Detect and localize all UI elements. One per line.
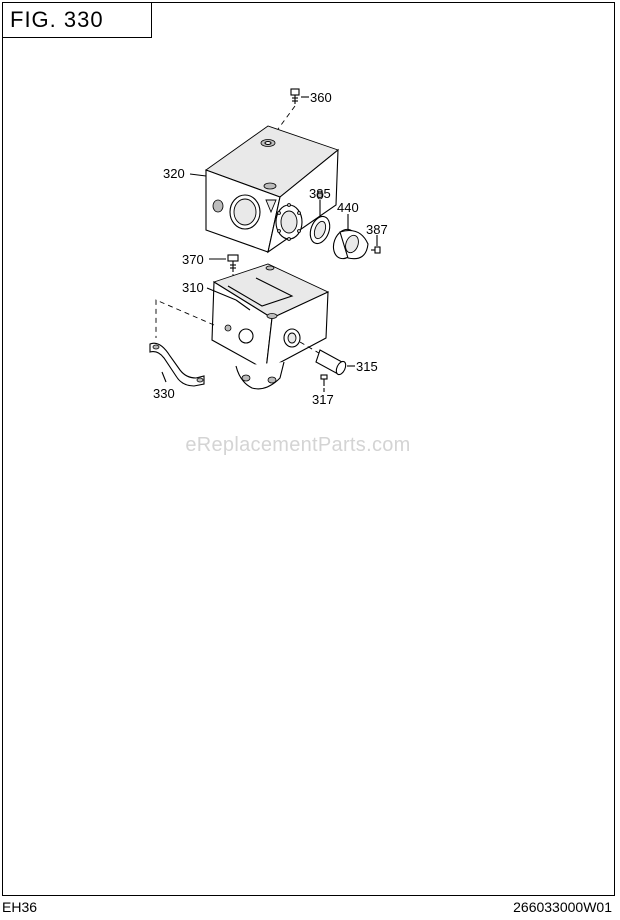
- leader-330: [161, 371, 167, 383]
- callout-310: 310: [182, 280, 204, 295]
- diagram-frame: [2, 2, 615, 896]
- part-310-muffler-body[interactable]: [211, 263, 330, 390]
- callout-385: 385: [309, 186, 331, 201]
- part-317-screw[interactable]: [320, 374, 328, 386]
- callout-360: 360: [310, 90, 332, 105]
- callout-315: 315: [356, 359, 378, 374]
- part-440-outlet[interactable]: [330, 226, 369, 262]
- part-330-bracket[interactable]: [149, 299, 215, 387]
- figure-label: FIG. 330: [2, 2, 152, 38]
- callout-440: 440: [337, 200, 359, 215]
- callout-330: 330: [153, 386, 175, 401]
- callout-320: 320: [163, 166, 185, 181]
- leader-320: [189, 173, 207, 177]
- part-320-muffler-cover[interactable]: [205, 125, 339, 254]
- part-360-bolt[interactable]: [269, 88, 300, 141]
- callout-370: 370: [182, 252, 204, 267]
- footer-model: EH36: [2, 899, 38, 915]
- footer-part-code: 266033000W01: [513, 899, 612, 915]
- part-315-pipe[interactable]: [299, 341, 348, 376]
- leader-310: [206, 287, 237, 301]
- part-387-screw[interactable]: [371, 246, 381, 254]
- callout-387: 387: [366, 222, 388, 237]
- watermark: eReplacementParts.com: [185, 434, 411, 456]
- callout-317: 317: [312, 392, 334, 407]
- part-385-gasket[interactable]: [307, 214, 333, 246]
